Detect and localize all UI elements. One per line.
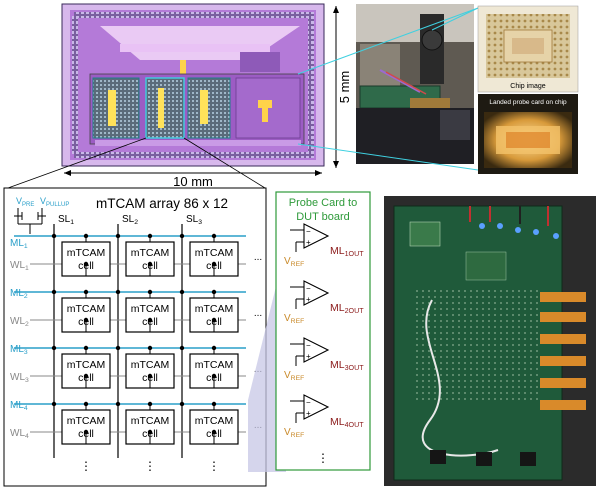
cell-label-top: mTCAM (67, 303, 106, 315)
die-width-dimension: 10 mm (64, 170, 322, 189)
junction-dot (115, 289, 121, 295)
junction-dot (51, 233, 57, 239)
probe-card-photo: Landed probe card on chip (478, 94, 578, 174)
vpullup-label: VPULLUP (40, 196, 69, 208)
svg-text:−: − (306, 398, 311, 407)
probe-vdots: ⋮ (317, 451, 329, 465)
ml-out-label-3: ML3OUT (330, 359, 364, 372)
svg-text:+: + (306, 295, 311, 304)
comparator-symbol (303, 337, 330, 363)
sense-amp-1: − +VREF ML1OUT (284, 223, 364, 268)
probe-title-line2: DUT board (296, 211, 350, 223)
precharge-transistors: VPRE VPULLUP (14, 196, 69, 234)
die-height-label: 5 mm (337, 71, 352, 104)
mtcam-cell: mTCAMcell (61, 353, 111, 389)
die-height-dimension: 5 mm (333, 6, 352, 168)
ml-out-label-2: ML2OUT (330, 302, 364, 315)
vref-label: VREF (284, 256, 304, 268)
vref-label: VREF (284, 370, 304, 382)
junction-dot (115, 345, 121, 351)
cell-label-top: mTCAM (131, 415, 170, 427)
chip-image-label: Chip image (510, 83, 546, 90)
col-vdots: ⋮ (80, 459, 92, 473)
svg-text:−: − (306, 341, 311, 350)
sl-label-3: SL3 (186, 214, 202, 226)
ml-label-4: ML4 (10, 400, 28, 412)
wl-label-1: WL1 (10, 260, 29, 272)
junction-dot (179, 345, 185, 351)
row-ellipsis: ... (254, 252, 262, 263)
lab-setup-photo (356, 4, 474, 164)
cell-label-top: mTCAM (195, 303, 234, 315)
comparator-symbol (303, 280, 330, 306)
sense-amp-3: − +VREF ML3OUT (284, 337, 364, 382)
wl-label-2: WL2 (10, 316, 29, 328)
ml-label-1: ML1 (10, 238, 28, 250)
wl-label-3: WL3 (10, 372, 29, 384)
probe-card-label: Landed probe card on chip (489, 99, 567, 106)
svg-text:−: − (306, 227, 311, 236)
cell-label-top: mTCAM (195, 247, 234, 259)
sl-label-1: SL1 (58, 214, 74, 226)
ml-out-label-4: ML4OUT (330, 416, 364, 429)
probe-title-line1: Probe Card to (289, 197, 357, 209)
junction-dot (51, 289, 57, 295)
cell-label-top: mTCAM (131, 303, 170, 315)
svg-text:+: + (306, 238, 311, 247)
junction-dot (179, 401, 185, 407)
sense-amplifiers: −+VREFML1OUT−+VREFML2OUT−+VREFML3OUT−+VR… (284, 223, 364, 465)
cell-label-top: mTCAM (131, 247, 170, 259)
vref-label: VREF (284, 427, 304, 439)
cell-label-top: mTCAM (131, 359, 170, 371)
wl-label-4: WL4 (10, 428, 29, 440)
ml-out-label-1: ML1OUT (330, 245, 364, 258)
vpre-label: VPRE (16, 196, 34, 208)
sl-label-2: SL2 (122, 214, 138, 226)
array-title: mTCAM array 86 x 12 (96, 196, 228, 211)
row-ellipsis: ... (254, 308, 262, 319)
die-layout-image (61, 3, 325, 167)
sense-amp-2: − +VREF ML2OUT (284, 280, 364, 325)
junction-dot (115, 401, 121, 407)
junction-dot (51, 401, 57, 407)
svg-text:−: − (306, 284, 311, 293)
cell-label-top: mTCAM (67, 415, 106, 427)
junction-dot (179, 289, 185, 295)
chip-image-photo: Chip image (477, 5, 579, 93)
junction-dot (115, 233, 121, 239)
sense-amp-4: − +VREF ML4OUT (284, 394, 364, 439)
cell-label-top: mTCAM (195, 359, 234, 371)
col-vdots: ⋮ (144, 459, 156, 473)
svg-text:+: + (306, 409, 311, 418)
cell-label-top: mTCAM (195, 415, 234, 427)
cell-label-top: mTCAM (67, 247, 106, 259)
comparator-symbol (303, 394, 330, 420)
ml-label-3: ML3 (10, 344, 28, 356)
mtcam-cell: mTCAMcell (125, 353, 175, 389)
svg-text:+: + (306, 352, 311, 361)
junction-dot (51, 345, 57, 351)
callout-lines (297, 7, 479, 171)
dut-board-photo (384, 196, 596, 486)
col-vdots: ⋮ (208, 459, 220, 473)
cell-label-top: mTCAM (67, 359, 106, 371)
junction-dot (179, 233, 185, 239)
mtcam-cell: mTCAMcell (125, 409, 175, 445)
vref-label: VREF (284, 313, 304, 325)
comparator-symbol (303, 223, 330, 249)
die-zoom-lines (7, 137, 266, 189)
ml-label-2: ML2 (10, 288, 28, 300)
die-width-label: 10 mm (173, 174, 213, 189)
